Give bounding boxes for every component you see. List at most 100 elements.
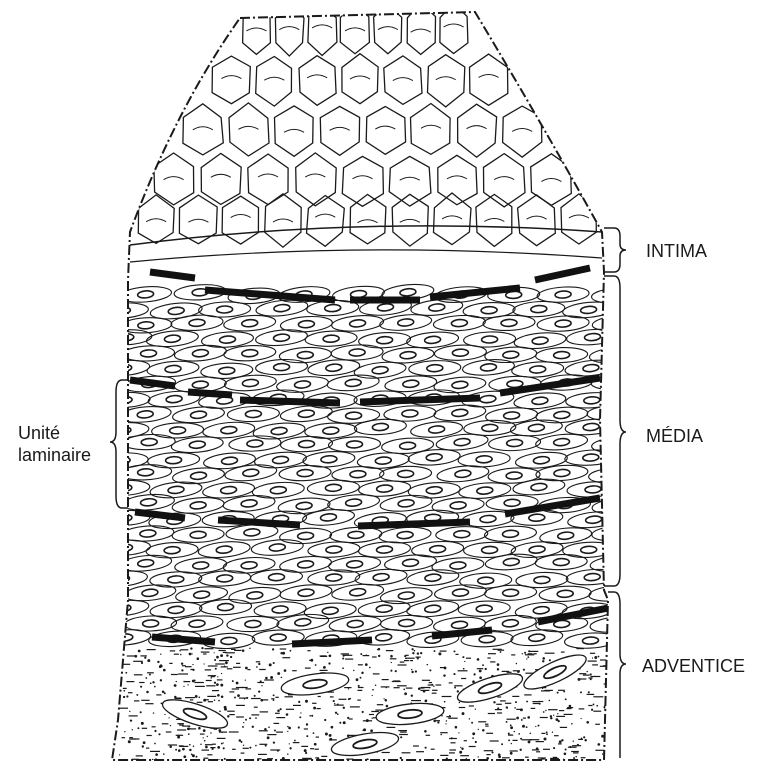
connective-tissue-fiber bbox=[553, 757, 557, 758]
smooth-muscle-nucleus bbox=[533, 606, 550, 615]
smooth-muscle-nucleus bbox=[140, 498, 157, 506]
cell-nucleus-mark bbox=[467, 126, 487, 129]
smooth-muscle-cell bbox=[458, 600, 511, 618]
connective-tissue-dot bbox=[543, 711, 545, 713]
connective-tissue-fiber bbox=[127, 655, 135, 656]
connective-tissue-dot bbox=[424, 730, 427, 733]
connective-tissue-dot bbox=[546, 733, 548, 735]
cell-nucleus-mark bbox=[353, 176, 373, 179]
connective-tissue-dot bbox=[325, 733, 328, 736]
connective-tissue-dot bbox=[485, 668, 487, 670]
smooth-muscle-nucleus bbox=[398, 619, 414, 627]
cell-nucleus-mark bbox=[358, 220, 378, 223]
connective-tissue-dot bbox=[581, 718, 582, 719]
smooth-muscle-nucleus bbox=[346, 560, 363, 568]
connective-tissue-fiber bbox=[257, 758, 261, 759]
connective-tissue-fiber bbox=[203, 653, 206, 654]
connective-tissue-fiber bbox=[510, 750, 518, 751]
connective-tissue-fiber bbox=[316, 737, 319, 738]
smooth-muscle-nucleus bbox=[375, 457, 391, 465]
connective-tissue-dot bbox=[563, 691, 565, 693]
smooth-muscle-cell bbox=[432, 496, 485, 515]
connective-tissue-fiber bbox=[251, 714, 259, 715]
connective-tissue-dot bbox=[214, 699, 216, 701]
smooth-muscle-nucleus bbox=[607, 589, 624, 597]
connective-tissue-dot bbox=[549, 659, 551, 661]
connective-tissue-dot bbox=[423, 690, 426, 693]
endothelial-cell bbox=[320, 106, 359, 155]
connective-tissue-dot bbox=[305, 752, 307, 754]
connective-tissue-dot bbox=[524, 652, 526, 654]
smooth-muscle-nucleus bbox=[164, 546, 180, 554]
connective-tissue-dot bbox=[596, 705, 598, 707]
cell-nucleus-mark bbox=[246, 28, 266, 31]
connective-tissue-dot bbox=[544, 738, 547, 741]
smooth-muscle-nucleus bbox=[376, 485, 392, 493]
smooth-muscle-cell bbox=[408, 481, 461, 500]
smooth-muscle-cell bbox=[515, 450, 568, 470]
smooth-muscle-nucleus bbox=[529, 545, 546, 553]
smooth-muscle-nucleus bbox=[247, 440, 263, 448]
connective-tissue-dot bbox=[565, 748, 567, 750]
connective-tissue-fiber bbox=[502, 757, 510, 758]
connective-tissue-dot bbox=[210, 677, 212, 679]
endothelial-cell bbox=[183, 104, 223, 155]
connective-tissue-dot bbox=[203, 737, 204, 738]
smooth-muscle-nucleus bbox=[397, 470, 413, 478]
endothelial-cell bbox=[366, 107, 405, 155]
connective-tissue-fiber bbox=[536, 751, 540, 752]
connective-tissue-dot bbox=[386, 705, 389, 708]
smooth-muscle-cell bbox=[99, 329, 152, 346]
connective-tissue-dot bbox=[425, 700, 428, 703]
connective-tissue-fiber bbox=[436, 684, 442, 685]
connective-tissue-fiber bbox=[207, 696, 216, 697]
connective-tissue-fiber bbox=[123, 688, 127, 689]
connective-tissue-dot bbox=[500, 651, 502, 653]
connective-tissue-dot bbox=[243, 745, 244, 746]
connective-tissue-fiber bbox=[349, 718, 353, 719]
connective-tissue-dot bbox=[204, 740, 206, 742]
smooth-muscle-nucleus bbox=[377, 303, 394, 311]
connective-tissue-fiber bbox=[147, 735, 152, 736]
connective-tissue-dot bbox=[256, 666, 258, 668]
endothelial-cell bbox=[256, 57, 292, 107]
connective-tissue-fiber bbox=[381, 686, 390, 687]
connective-tissue-dot bbox=[561, 739, 563, 741]
connective-tissue-dot bbox=[506, 721, 508, 723]
elastic-lamina bbox=[130, 380, 175, 386]
connective-tissue-dot bbox=[234, 697, 236, 699]
connective-tissue-dot bbox=[459, 751, 462, 754]
smooth-muscle-nucleus bbox=[244, 528, 260, 536]
connective-tissue-fiber bbox=[377, 704, 383, 705]
connective-tissue-fiber bbox=[398, 730, 407, 731]
cell-nucleus-mark bbox=[444, 24, 464, 27]
smooth-muscle-nucleus bbox=[555, 320, 571, 328]
connective-tissue-fiber bbox=[440, 651, 447, 652]
connective-tissue-dot bbox=[154, 743, 156, 745]
connective-tissue-dot bbox=[510, 724, 512, 726]
connective-tissue-fiber bbox=[129, 738, 136, 739]
smooth-muscle-cell bbox=[122, 345, 175, 362]
cell-nucleus-mark bbox=[188, 219, 208, 222]
smooth-muscle-nucleus bbox=[398, 591, 415, 600]
connective-tissue-dot bbox=[300, 712, 301, 713]
smooth-muscle-cell bbox=[353, 360, 406, 380]
connective-tissue-fiber bbox=[398, 664, 407, 665]
connective-tissue-dot bbox=[214, 652, 215, 653]
cell-nucleus-mark bbox=[484, 219, 504, 222]
smooth-muscle-nucleus bbox=[323, 335, 339, 343]
smooth-muscle-nucleus bbox=[272, 456, 289, 464]
intima-label: INTIMA bbox=[646, 240, 707, 262]
smooth-muscle-nucleus bbox=[503, 412, 519, 420]
connective-tissue-fiber bbox=[554, 735, 559, 736]
connective-tissue-dot bbox=[152, 681, 154, 683]
connective-tissue-fiber bbox=[227, 668, 233, 669]
connective-tissue-dot bbox=[245, 719, 247, 721]
connective-tissue-dot bbox=[254, 695, 256, 697]
smooth-muscle-nucleus bbox=[137, 410, 154, 418]
connective-tissue-fiber bbox=[541, 758, 545, 759]
connective-tissue-fiber bbox=[469, 705, 474, 706]
connective-tissue-fiber bbox=[254, 707, 258, 708]
connective-tissue-fiber bbox=[156, 694, 161, 695]
smooth-muscle-cell bbox=[354, 418, 407, 436]
